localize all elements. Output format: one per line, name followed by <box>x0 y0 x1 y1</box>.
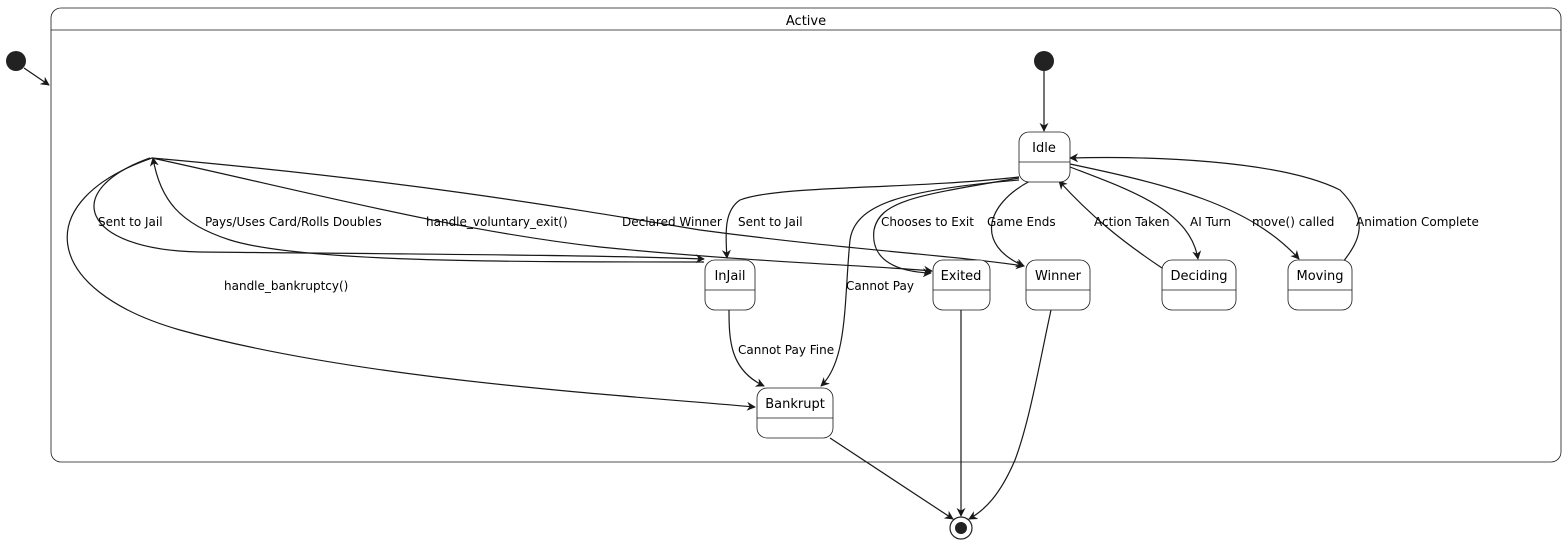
edge-moving-to-idle <box>1069 153 1360 263</box>
label-cannot-pay-fine: Cannot Pay Fine <box>738 343 834 357</box>
outer-initial-state <box>6 51 26 71</box>
state-exited: Exited <box>932 259 991 311</box>
edge-idle-to-exited <box>873 177 1020 278</box>
label-game-ends: Game Ends <box>987 215 1056 229</box>
edge-idle-to-deciding <box>1069 166 1202 260</box>
state-idle-label: Idle <box>1032 141 1056 156</box>
label-sent-to-jail-left: Sent to Jail <box>98 215 163 229</box>
edge-bankrupt-to-final <box>829 437 954 520</box>
state-injail-label: InJail <box>714 269 745 284</box>
edge-deciding-to-idle <box>1058 180 1163 269</box>
edge-bankruptcy <box>66 157 756 411</box>
label-cannot-pay: Cannot Pay <box>846 279 914 293</box>
state-deciding-label: Deciding <box>1170 269 1227 284</box>
state-injail: InJail <box>704 259 756 311</box>
label-voluntary-exit: handle_voluntary_exit() <box>426 215 568 229</box>
edge-idle-to-winner <box>990 180 1031 267</box>
label-ai-turn: AI Turn <box>1190 215 1231 229</box>
edge-declared-winner <box>151 157 1025 270</box>
edge-injail-to-bankrupt <box>728 309 765 387</box>
label-sent-to-jail-idle: Sent to Jail <box>738 215 803 229</box>
state-winner-label: Winner <box>1035 269 1082 284</box>
final-state <box>949 516 973 540</box>
edge-idle-to-injail <box>721 176 1020 259</box>
edge-sent-to-jail-left <box>93 157 705 264</box>
label-pays-uses-card: Pays/Uses Card/Rolls Doubles <box>205 215 382 229</box>
edge-idle-to-bankrupt <box>820 179 1020 387</box>
label-bankruptcy: handle_bankruptcy() <box>224 279 348 293</box>
state-bankrupt-label: Bankrupt <box>765 397 825 412</box>
edge-outer-initial-to-active <box>23 67 50 86</box>
state-winner: Winner <box>1025 259 1091 311</box>
edge-winner-to-final <box>968 309 1052 520</box>
state-moving-label: Moving <box>1297 269 1344 284</box>
edge-voluntary-exit <box>151 157 933 275</box>
edge-pays-uses-card <box>149 157 705 263</box>
state-exited-label: Exited <box>941 269 982 284</box>
state-deciding: Deciding <box>1161 259 1237 311</box>
label-declared-winner: Declared Winner <box>622 215 722 229</box>
label-action-taken: Action Taken <box>1094 215 1170 229</box>
label-chooses-to-exit: Chooses to Exit <box>881 215 974 229</box>
composite-title: Active <box>786 14 826 29</box>
state-moving: Moving <box>1287 259 1353 311</box>
composite-state-active: Active <box>50 7 1562 463</box>
inner-initial-state <box>1034 51 1054 71</box>
label-move-called: move() called <box>1252 215 1334 229</box>
state-idle: Idle <box>1018 131 1071 183</box>
label-animation-complete: Animation Complete <box>1356 215 1479 229</box>
state-bankrupt: Bankrupt <box>756 387 834 439</box>
edge-idle-to-moving <box>1069 163 1300 260</box>
